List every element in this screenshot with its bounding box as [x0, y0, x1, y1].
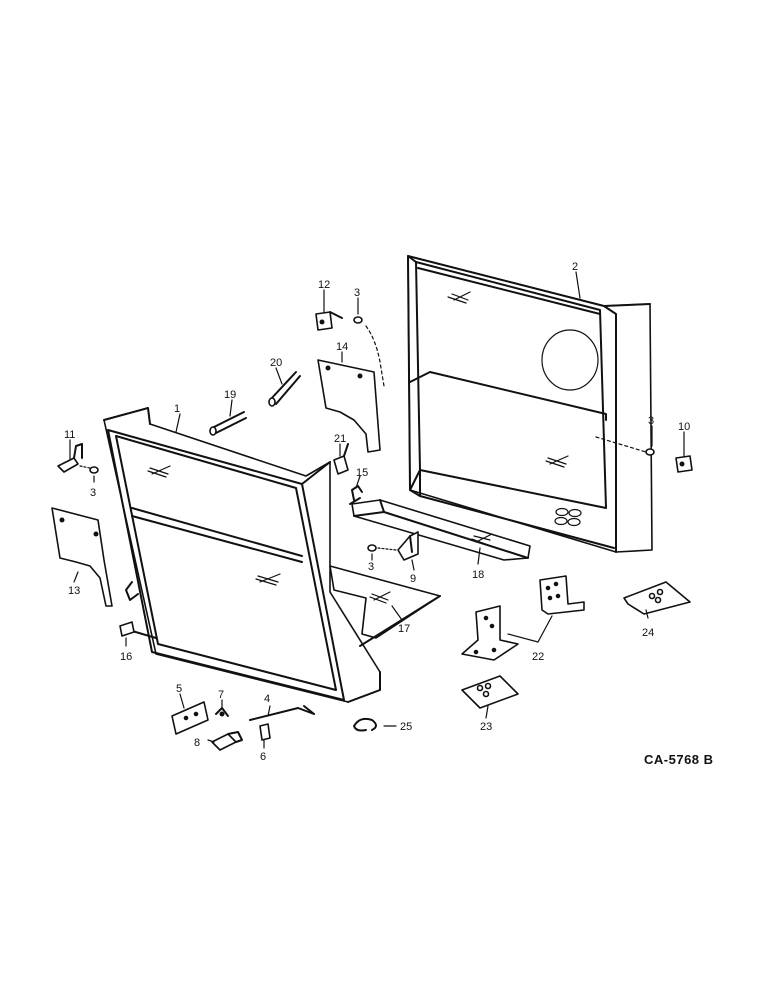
- callout-12: 12: [318, 279, 330, 291]
- part-8-latch: [211, 731, 243, 751]
- callout-5: 5: [176, 683, 182, 695]
- callout-18: 18: [472, 569, 484, 581]
- callout-3-top: 3: [354, 287, 360, 299]
- part-18-channel: [351, 499, 531, 561]
- part-25-spring: [353, 717, 377, 732]
- callout-3-mid: 3: [368, 561, 374, 573]
- callout-3-right: 3: [648, 415, 654, 427]
- part-16-bracket: [119, 581, 139, 637]
- callout-8: 8: [194, 737, 200, 749]
- callout-11: 11: [64, 429, 75, 441]
- part-5-plate: [171, 701, 209, 735]
- callout-23: 23: [480, 721, 492, 733]
- callout-15: 15: [356, 467, 368, 479]
- part-14-side-plate: [317, 359, 381, 453]
- callout-1: 1: [174, 403, 180, 415]
- drawing-code: CA-5768 B: [644, 752, 714, 767]
- callout-25: 25: [400, 721, 412, 733]
- part-6-clip: [259, 723, 271, 741]
- mesh-pattern: [147, 465, 281, 586]
- mesh-pattern: [447, 291, 569, 468]
- part-9-bracket: [397, 531, 419, 561]
- callout-6: 6: [260, 751, 266, 763]
- callout-2: 2: [572, 261, 578, 273]
- part-23-plate: [461, 675, 519, 709]
- callout-14: 14: [336, 341, 348, 353]
- callout-3-left: 3: [90, 487, 96, 499]
- callout-17: 17: [398, 623, 410, 635]
- part-3-spacer-right: [645, 448, 655, 456]
- callout-labels: 1 2 3 3 3 3 4 5 6 7 8 9 10 11 12 13 14 1…: [64, 261, 690, 763]
- part-12-bracket: [315, 311, 343, 331]
- part-13-side-plate: [51, 507, 113, 607]
- part-3-spacer-top: [353, 316, 385, 387]
- callout-22: 22: [532, 651, 544, 663]
- part-21-clip: [333, 443, 349, 475]
- callout-19: 19: [224, 389, 236, 401]
- part-3-spacer-mid: [367, 544, 397, 552]
- part-20-pin: [268, 371, 301, 407]
- part-22-bracket: [461, 575, 585, 661]
- callout-24: 24: [642, 627, 654, 639]
- callout-7: 7: [218, 689, 224, 701]
- callout-21: 21: [334, 433, 346, 445]
- part-10-bracket: [675, 455, 693, 473]
- leader-lines: [69, 271, 685, 749]
- callout-16: 16: [120, 651, 132, 663]
- vent-holes: [554, 507, 582, 527]
- part-3-spacer-left: [79, 465, 99, 474]
- callout-20: 20: [270, 357, 282, 369]
- callout-9: 9: [410, 573, 416, 585]
- part-7-clip: [215, 707, 229, 717]
- part-4-rod: [249, 705, 315, 721]
- callout-10: 10: [678, 421, 690, 433]
- part-1-front-panel: [103, 407, 381, 703]
- part-24-plate: [623, 581, 691, 615]
- part-19-pin: [209, 411, 247, 436]
- part-2-rear-panel: [407, 255, 653, 553]
- part-15-hook: [349, 485, 363, 505]
- callout-4: 4: [264, 693, 270, 705]
- callout-13: 13: [68, 585, 80, 597]
- part-11-bracket: [57, 443, 83, 473]
